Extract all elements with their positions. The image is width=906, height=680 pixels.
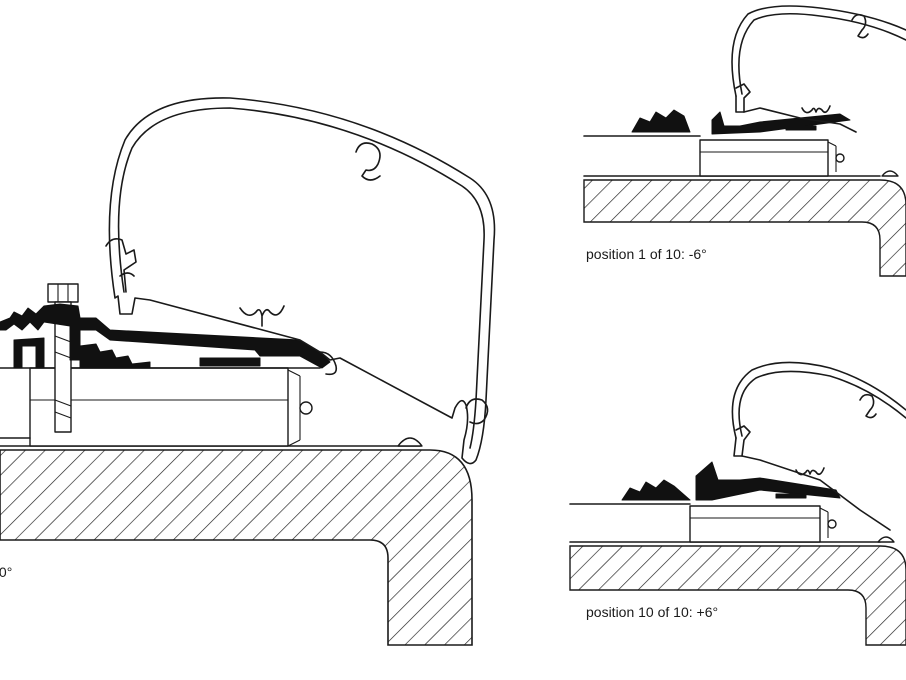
pos1-mounting-block (699, 139, 829, 177)
pos1-rail-profile (631, 109, 691, 133)
main-roof-screw (397, 437, 423, 447)
position-10-view (569, 361, 906, 646)
caption-position-10: position 10 of 10: +6° (586, 604, 719, 620)
position-1-view (583, 5, 906, 277)
pos1-roof-wall-section (583, 179, 906, 277)
pos10-mounting-block (689, 505, 821, 543)
main-roof-wall-section (0, 449, 473, 646)
main-view-0deg (0, 97, 496, 646)
main-block-screw (299, 401, 313, 415)
caption-main-position: of 10: 0° (0, 564, 13, 580)
pos10-rail-profile (621, 479, 691, 501)
main-bolt (47, 283, 79, 433)
main-canopy-clip-bottom (465, 398, 489, 425)
main-rail-profile (0, 303, 331, 369)
pos10-awning-canopy (731, 361, 906, 439)
main-canopy-clip-top (355, 142, 381, 181)
pos10-roof-wall-section (569, 545, 906, 646)
pos1-awning-canopy (731, 5, 906, 97)
main-y-clip (239, 305, 285, 327)
caption-position-1: position 1 of 10: -6° (586, 246, 707, 262)
main-mounting-block (29, 367, 289, 447)
main-awning-canopy (108, 97, 496, 465)
